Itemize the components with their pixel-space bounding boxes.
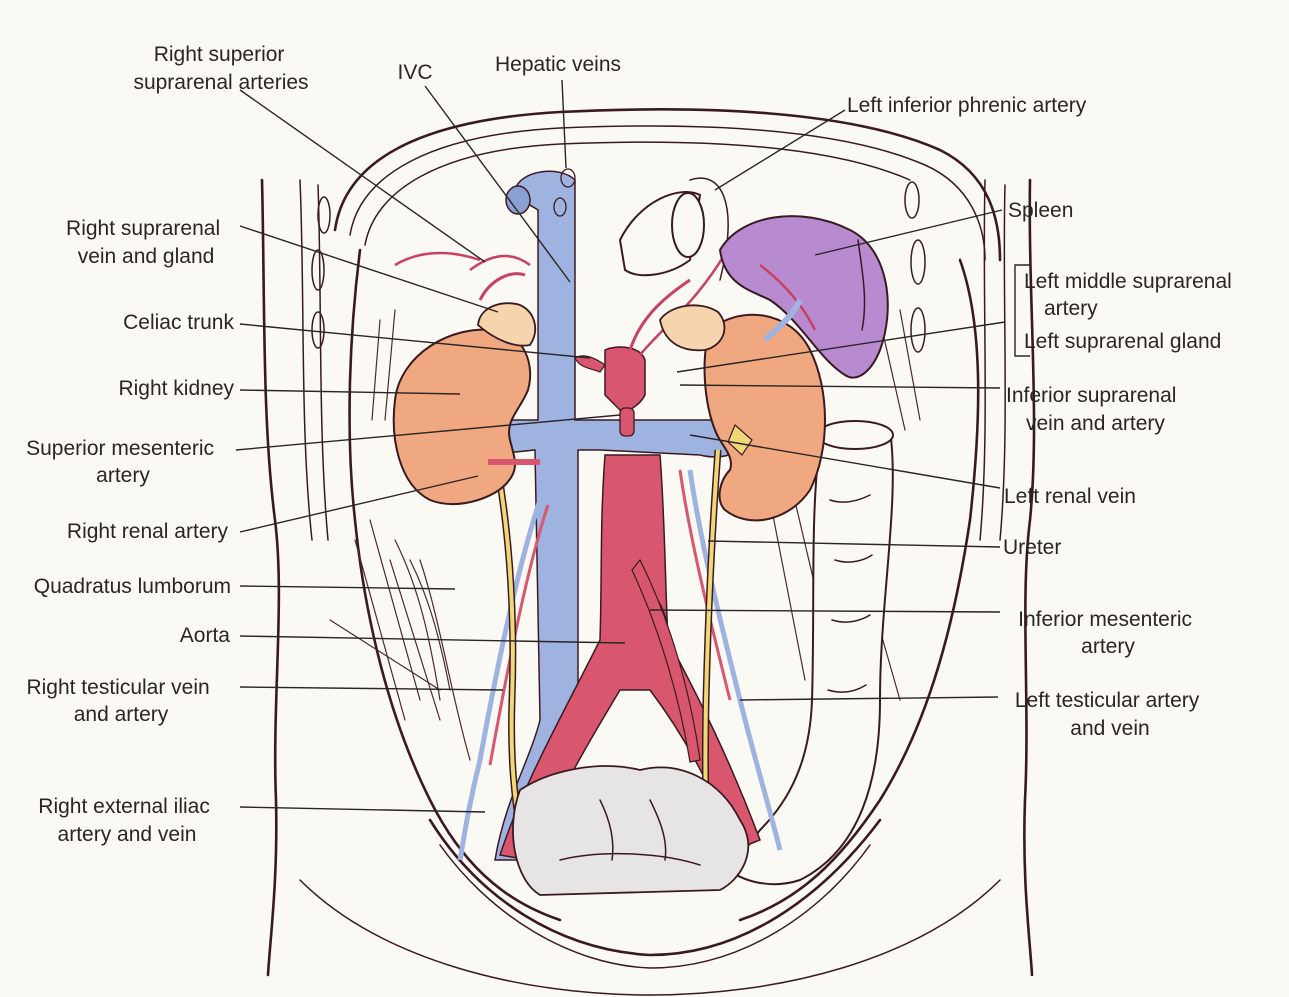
leader-right-testicular-vein-artery (239, 686, 504, 691)
leader-superior-mesenteric-artery (235, 414, 621, 451)
label-right-kidney: Right kidney (118, 377, 234, 400)
leader-left-suprarenal-gland (676, 321, 1006, 373)
esophagus-stump (618, 177, 729, 281)
label-left-middle-suprarenal-artery: Left middle suprarenal artery (1024, 270, 1238, 320)
leader-quadratus-lumborum (239, 585, 456, 590)
testicular-vessels (457, 469, 783, 861)
label-inferior-mesenteric-artery: Inferior mesenteric artery (1018, 608, 1198, 658)
label-quadratus-lumborum: Quadratus lumborum (34, 575, 231, 598)
leader-left-renal-vein (689, 434, 1001, 489)
spleen (718, 215, 889, 379)
label-left-suprarenal-gland: Left suprarenal gland (1024, 330, 1221, 353)
leader-hepatic-veins (561, 79, 567, 169)
leader-right-external-iliac (239, 806, 486, 813)
descending-colon (728, 420, 894, 886)
leader-spleen (814, 209, 1003, 256)
bracket-left-suprarenal (1014, 264, 1030, 357)
label-left-renal-vein: Left renal vein (1004, 485, 1136, 508)
leader-right-suprarenal-vein-gland (239, 225, 499, 313)
leader-right-superior-suprarenal-arteries (239, 89, 486, 263)
label-ureter: Ureter (1003, 536, 1061, 559)
label-right-renal-artery: Right renal artery (67, 520, 229, 543)
label-ivc: IVC (397, 61, 432, 84)
label-right-testicular-vein-artery: Right testicular vein and artery (26, 676, 215, 726)
label-right-superior-suprarenal-arteries: Right superior suprarenal arteries (133, 43, 308, 94)
right-kidney (392, 302, 540, 506)
label-superior-mesenteric-artery: Superior mesenteric artery (26, 437, 220, 487)
label-aorta: Aorta (180, 624, 231, 647)
leader-ivc (424, 85, 571, 283)
label-spleen: Spleen (1008, 199, 1073, 222)
leader-lines (235, 79, 1030, 813)
bladder (512, 765, 750, 896)
leader-inferior-mesenteric-artery (649, 609, 1001, 613)
label-right-external-iliac: Right external iliac artery and vein (38, 795, 215, 846)
labels: Right superior suprarenal arteries Right… (26, 43, 1238, 846)
left-kidney (659, 304, 826, 522)
leader-right-kidney (239, 389, 461, 395)
quadratus-lumborum (394, 539, 451, 701)
label-inferior-suprarenal-vein-artery: Inferior suprarenal vein and artery (1006, 384, 1182, 435)
leader-ureter (707, 540, 1001, 548)
leader-celiac-trunk (239, 323, 591, 359)
leader-left-inferior-phrenic-artery (714, 109, 846, 191)
leader-right-renal-artery (239, 475, 479, 533)
leader-left-testicular-artery-vein (739, 696, 999, 701)
label-hepatic-veins: Hepatic veins (495, 53, 621, 76)
label-celiac-trunk: Celiac trunk (123, 311, 234, 334)
leader-aorta (239, 635, 626, 644)
leader-inferior-suprarenal-vein-artery (679, 384, 1001, 389)
label-left-testicular-artery-vein: Left testicular artery and vein (1015, 689, 1205, 740)
illustration (260, 108, 1036, 996)
label-left-inferior-phrenic-artery: Left inferior phrenic artery (847, 94, 1087, 117)
label-right-suprarenal-vein-gland: Right suprarenal vein and gland (66, 217, 226, 268)
